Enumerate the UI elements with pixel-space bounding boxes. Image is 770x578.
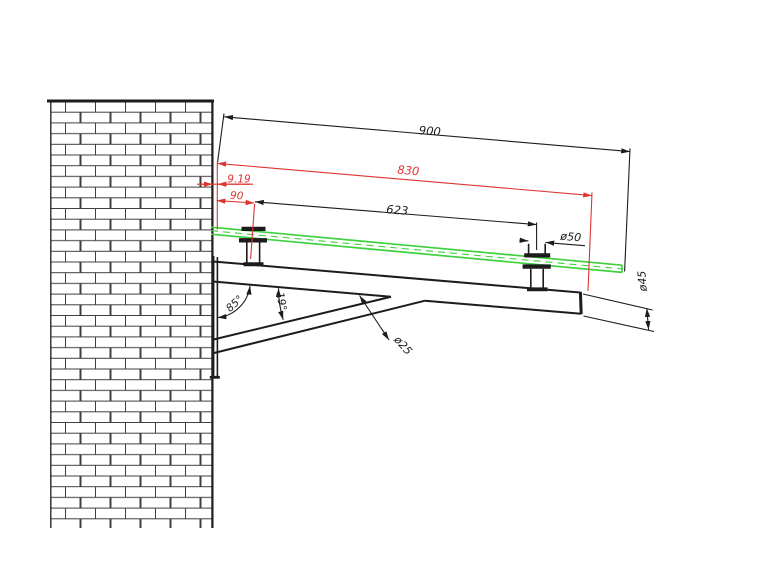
dimension-line bbox=[254, 199, 537, 227]
dim-glass-offset-9-19: 9.19 bbox=[197, 174, 253, 187]
extension-line bbox=[582, 293, 653, 311]
extension-line bbox=[250, 203, 256, 260]
glass-centerline-dashed bbox=[210, 230, 623, 270]
dim-arm-830: 830 bbox=[216, 161, 593, 292]
glass-bottom-line bbox=[210, 233, 623, 274]
support-arm-tube bbox=[212, 260, 583, 315]
dim-overall-900: 900 bbox=[217, 113, 631, 272]
arm-bottom-edge-left bbox=[212, 280, 392, 298]
bracket-wall-plate bbox=[209, 256, 220, 379]
brick-pattern-fill bbox=[50, 101, 213, 528]
dimension-line bbox=[224, 114, 631, 154]
angle-label-wall-arm: 85° bbox=[224, 293, 246, 314]
dim-arm-dia-45: ø45 bbox=[582, 270, 655, 333]
extension-line bbox=[587, 192, 593, 292]
angle-arc bbox=[275, 288, 284, 320]
dimension-line bbox=[216, 198, 255, 206]
arm-bottom-edge-right bbox=[424, 299, 582, 315]
brick-wall bbox=[47, 99, 214, 528]
dim-label-glass-offset: 9.19 bbox=[227, 174, 251, 186]
brace-bottom-edge bbox=[213, 299, 426, 354]
extension-line bbox=[217, 113, 225, 163]
dim-first-clamp-90: 90 bbox=[216, 190, 256, 260]
dimension-line bbox=[217, 161, 593, 198]
glass-top-line bbox=[210, 226, 623, 267]
dim-label-first-clamp: 90 bbox=[230, 190, 244, 203]
dim-disc-dia-50: ø50 bbox=[519, 230, 586, 247]
dimension-line bbox=[644, 308, 651, 330]
angle-label-arm-brace: 19° bbox=[273, 291, 288, 311]
dim-label-clamp-spacing: 623 bbox=[386, 202, 409, 218]
angle-dim-85: 85° bbox=[217, 285, 252, 320]
glass-clamp-left bbox=[239, 226, 267, 267]
dim-label-disc-dia: ø50 bbox=[559, 230, 582, 245]
dim-clamp-spacing-623: 623 bbox=[254, 199, 538, 250]
arm-top-edge bbox=[212, 260, 581, 294]
extension-line bbox=[624, 148, 631, 272]
arrow-leader-right bbox=[545, 240, 557, 246]
angle-dim-19: 19° bbox=[273, 288, 289, 320]
dim-label-overall: 900 bbox=[418, 123, 441, 139]
dim-label-brace-dia: ø25 bbox=[391, 333, 415, 358]
arm-end-cap bbox=[578, 291, 583, 315]
shelf-line bbox=[556, 242, 586, 247]
dim-label-arm: 830 bbox=[397, 163, 420, 179]
glass-panel bbox=[210, 226, 623, 274]
glass-clamp-right bbox=[522, 243, 551, 292]
extension-line bbox=[583, 315, 655, 333]
dim-label-arm-dia: ø45 bbox=[635, 270, 649, 293]
arrow-leader-left bbox=[519, 237, 529, 243]
diagonal-brace-tube bbox=[213, 295, 426, 354]
dimension-line bbox=[359, 295, 390, 341]
angle-arc bbox=[217, 285, 252, 320]
